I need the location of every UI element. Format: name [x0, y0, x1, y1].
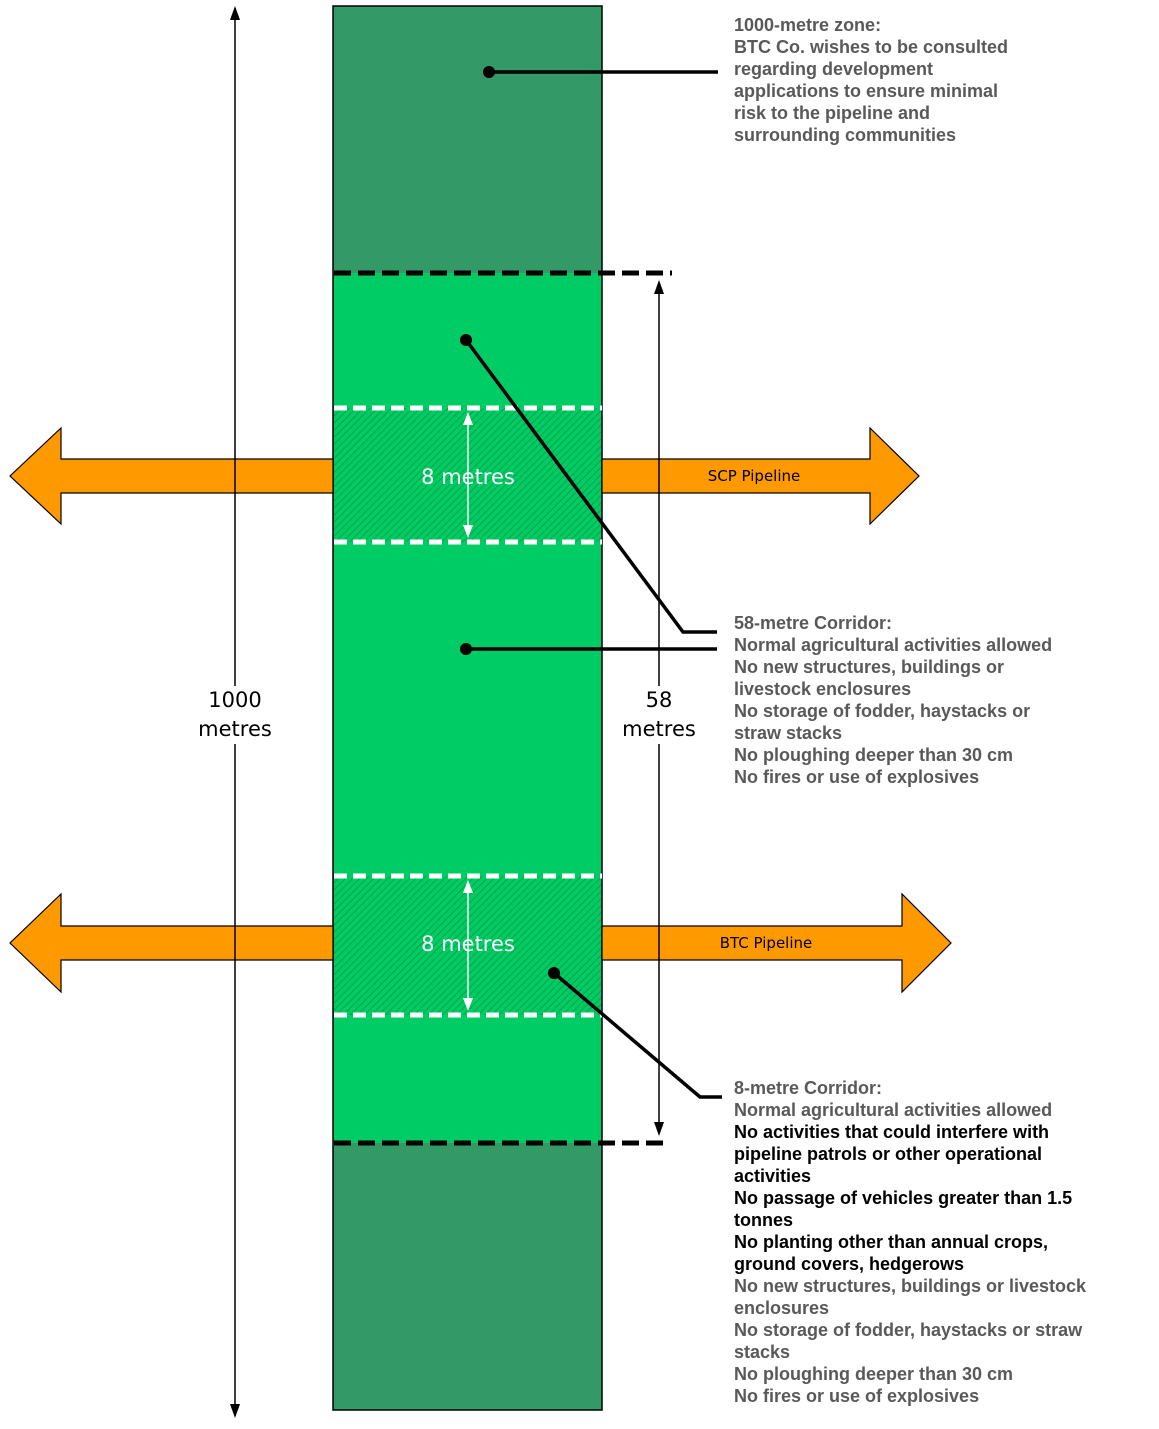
- note-line: enclosures: [734, 1298, 830, 1318]
- scp-pipeline-label: SCP Pipeline: [708, 467, 801, 485]
- note-line: No ploughing deeper than 30 cm: [734, 745, 1014, 765]
- corridor-58-note: 58-metre Corridor: Normal agricultural a…: [734, 612, 1052, 788]
- corridor-58-title: 58-metre Corridor:: [734, 613, 893, 633]
- note-line: No storage of fodder, haystacks or: [734, 701, 1031, 721]
- corridor-8-leader: [552, 971, 722, 1099]
- scp-8m-label: 8 metres: [421, 465, 515, 489]
- zone-1000-title: 1000-metre zone:: [734, 15, 882, 35]
- btc-pipeline-right-arrow: [601, 892, 952, 994]
- arrowhead-icon: [230, 6, 240, 20]
- btc-pipeline-left-arrow: [9, 892, 334, 994]
- dimension-58m-label: 58 metres: [612, 686, 706, 744]
- note-line: Normal agricultural activities allowed: [734, 635, 1053, 655]
- arrowhead-icon: [463, 412, 473, 425]
- corridor-58-dot-upper: [460, 334, 472, 346]
- arrowhead-icon: [463, 880, 473, 893]
- note-line: surrounding communities: [734, 125, 957, 145]
- arrowhead-icon: [654, 280, 664, 294]
- note-line: livestock enclosures: [734, 679, 912, 699]
- zone-1000-dot: [483, 66, 495, 78]
- note-line: No fires or use of explosives: [734, 767, 980, 787]
- note-line: No ploughing deeper than 30 cm: [734, 1364, 1014, 1384]
- corridor-8-dot: [548, 967, 560, 979]
- note-line: stacks: [734, 1342, 791, 1362]
- dimension-1000m-label: 1000 metres: [182, 686, 288, 744]
- corridor-58-dot-lower: [460, 643, 472, 655]
- note-line: Normal agricultural activities allowed: [734, 1100, 1053, 1120]
- note-line: No fires or use of explosives: [734, 1386, 980, 1406]
- btc-pipeline-label: BTC Pipeline: [720, 934, 813, 952]
- note-line-strict: ground covers, hedgerows: [734, 1254, 965, 1274]
- scp-pipeline-right-arrow: [601, 426, 920, 526]
- btc-8m-label: 8 metres: [421, 932, 515, 956]
- arrowhead-icon: [463, 525, 473, 538]
- note-line: applications to ensure minimal: [734, 81, 999, 101]
- corridor-58-leader-upper: [464, 338, 717, 634]
- corridor-8-title: 8-metre Corridor:: [734, 1078, 883, 1098]
- note-line: No storage of fodder, haystacks or straw: [734, 1320, 1083, 1340]
- note-line: No new structures, buildings or livestoc…: [734, 1276, 1087, 1296]
- scp-pipeline-left-arrow: [9, 426, 334, 526]
- note-line-strict: No passage of vehicles greater than 1.5: [734, 1188, 1073, 1208]
- note-line-strict: pipeline patrols or other operational: [734, 1144, 1043, 1164]
- note-line: BTC Co. wishes to be consulted: [734, 37, 1009, 57]
- note-line: No new structures, buildings or: [734, 657, 1005, 677]
- arrowhead-icon: [654, 1122, 664, 1136]
- note-line: straw stacks: [734, 723, 843, 743]
- note-line-strict: No planting other than annual crops,: [734, 1232, 1049, 1252]
- note-line-strict: No activities that could interfere with: [734, 1122, 1050, 1142]
- note-line-strict: activities: [734, 1166, 812, 1186]
- corridor-8-note: 8-metre Corridor: Normal agricultural ac…: [734, 1077, 1086, 1407]
- arrowhead-icon: [463, 998, 473, 1011]
- zone-1000-note: 1000-metre zone: BTC Co. wishes to be co…: [734, 14, 1008, 146]
- arrowhead-icon: [230, 1404, 240, 1418]
- note-line-strict: tonnes: [734, 1210, 794, 1230]
- note-line: regarding development: [734, 59, 934, 79]
- note-line: risk to the pipeline and: [734, 103, 931, 123]
